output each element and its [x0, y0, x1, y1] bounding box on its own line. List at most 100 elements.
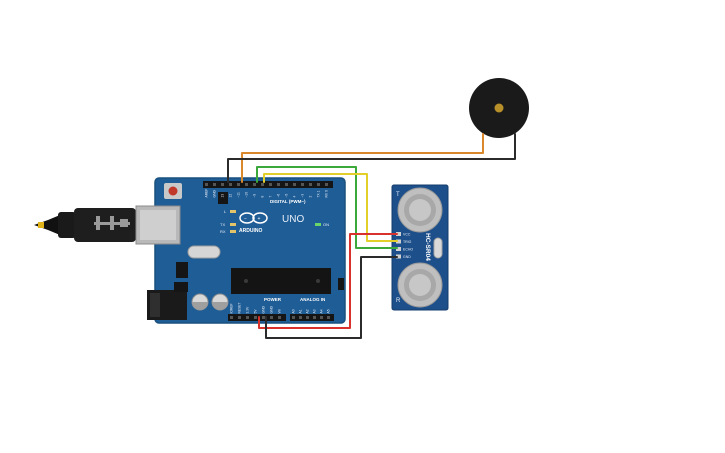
- wire-trig: [263, 173, 398, 242]
- sensor-model: HC-SR04: [424, 233, 431, 261]
- pin-label: 2: [309, 196, 313, 198]
- header-pin[interactable]: [299, 316, 302, 319]
- transmitter-mark: T: [396, 192, 400, 198]
- pin-label: ~3: [301, 194, 305, 198]
- header-pin[interactable]: [237, 183, 240, 186]
- header-pin[interactable]: [285, 183, 288, 186]
- svg-text:−: −: [244, 216, 247, 222]
- sensor-pin[interactable]: [396, 254, 401, 259]
- header-pin[interactable]: [270, 316, 273, 319]
- sensor-pin-label: GND: [403, 255, 411, 259]
- pin-label: 12: [229, 194, 233, 198]
- header-pin[interactable]: [306, 316, 309, 319]
- pin-label: TX 1: [317, 190, 321, 197]
- header-pin[interactable]: [230, 316, 233, 319]
- on-led: [315, 223, 321, 226]
- header-pin[interactable]: [238, 316, 241, 319]
- pin-label: RESET: [238, 303, 242, 314]
- header-pin[interactable]: [320, 316, 323, 319]
- header-pin[interactable]: [269, 183, 272, 186]
- header-pin[interactable]: [309, 183, 312, 186]
- on-label: ON: [323, 222, 329, 227]
- header-pin[interactable]: [278, 316, 281, 319]
- wire-buzzer-signal: [241, 133, 484, 183]
- header-pin[interactable]: [221, 183, 224, 186]
- power-header: IOREF RESET 3.3V 5V GND GND Vin: [228, 303, 286, 321]
- wire-buzzer-ground: [227, 133, 516, 183]
- pin-label: A1: [299, 309, 303, 313]
- wire-ground: [265, 256, 398, 339]
- sensor-pin[interactable]: [396, 232, 401, 236]
- pin-label: ~5: [285, 194, 289, 198]
- header-pin[interactable]: [292, 316, 295, 319]
- pin-label: A5: [327, 309, 331, 313]
- header-pin[interactable]: [262, 316, 265, 319]
- pin-label: 3.3V: [246, 306, 250, 314]
- tx-led: [230, 223, 236, 226]
- pin-label: RX 0: [325, 190, 329, 197]
- wire-echo: [256, 166, 398, 249]
- header-pin[interactable]: [277, 183, 280, 186]
- rx-label: RX: [220, 229, 226, 234]
- usb-cable: [34, 208, 136, 242]
- header-pin[interactable]: [245, 183, 248, 186]
- wire-vcc: [258, 233, 398, 329]
- header-pin[interactable]: [313, 316, 316, 319]
- header-pin[interactable]: [229, 183, 232, 186]
- brand-label: ARDUINO: [239, 228, 262, 234]
- ultrasonic-sensor[interactable]: T R HC-SR04 VCC TRIG ECHO GND: [391, 184, 449, 311]
- pin-label: IOREF: [230, 303, 234, 313]
- sensor-pin-label: VCC: [403, 233, 411, 237]
- pin-label: GND: [270, 306, 274, 314]
- svg-text:+: +: [258, 216, 261, 222]
- arduino-uno-board[interactable]: L TX RX ON − + ARDUINO UNO DIGITAL (PWM~…: [135, 177, 346, 324]
- l-label: L: [224, 209, 227, 214]
- receiver-mark: R: [396, 298, 401, 304]
- pin-label: A3: [313, 309, 317, 313]
- header-pin[interactable]: [254, 316, 257, 319]
- sensor-pin-label: ECHO: [403, 248, 413, 252]
- header-pin[interactable]: [327, 316, 330, 319]
- tx-label: TX: [220, 222, 225, 227]
- header-pin[interactable]: [213, 183, 216, 186]
- piezo-buzzer[interactable]: [469, 78, 529, 138]
- digital-header: AREF GND 13 12 ~11 ~10 ~9 8 7 ~6 ~5 4 ~3 2 TX 1 RX 0: [203, 181, 333, 198]
- pin-label: 4: [293, 196, 297, 198]
- analog-label: ANALOG IN: [300, 297, 325, 302]
- header-pin[interactable]: [261, 183, 264, 186]
- pin-label: 13: [221, 194, 225, 198]
- header-pin[interactable]: [317, 183, 320, 186]
- header-pin[interactable]: [325, 183, 328, 186]
- header-pin[interactable]: [253, 183, 256, 186]
- pin-label: A4: [320, 309, 324, 313]
- pin-label: A2: [306, 309, 310, 313]
- pin-label: GND: [213, 190, 217, 198]
- pin-label: A0: [292, 309, 296, 313]
- arduino-logo: − +: [239, 212, 268, 224]
- header-pin[interactable]: [293, 183, 296, 186]
- pin-label: GND: [262, 306, 266, 314]
- pin-label: Vin: [278, 309, 282, 314]
- sensor-pin[interactable]: [396, 239, 401, 244]
- pin-label: ~6: [277, 194, 281, 198]
- pin-label: AREF: [205, 189, 209, 198]
- header-pin[interactable]: [205, 183, 208, 186]
- digital-label: DIGITAL (PWM~): [270, 199, 306, 204]
- rx-led: [230, 230, 236, 233]
- pin-label: ~9: [253, 194, 257, 198]
- pin-label: ~10: [245, 192, 249, 198]
- pin-label: 8: [261, 196, 265, 198]
- model-label: UNO: [282, 214, 304, 225]
- l-led: [230, 210, 236, 213]
- pin-label: 7: [269, 196, 273, 198]
- pin-label: 5V: [254, 309, 258, 314]
- sensor-pin-label: TRIG: [403, 240, 412, 244]
- power-label: POWER: [264, 297, 282, 302]
- pin-label: ~11: [237, 192, 241, 198]
- header-pin[interactable]: [301, 183, 304, 186]
- crystal-oscillator: [187, 245, 221, 259]
- sensor-pin[interactable]: [396, 247, 401, 251]
- header-pin[interactable]: [246, 316, 249, 319]
